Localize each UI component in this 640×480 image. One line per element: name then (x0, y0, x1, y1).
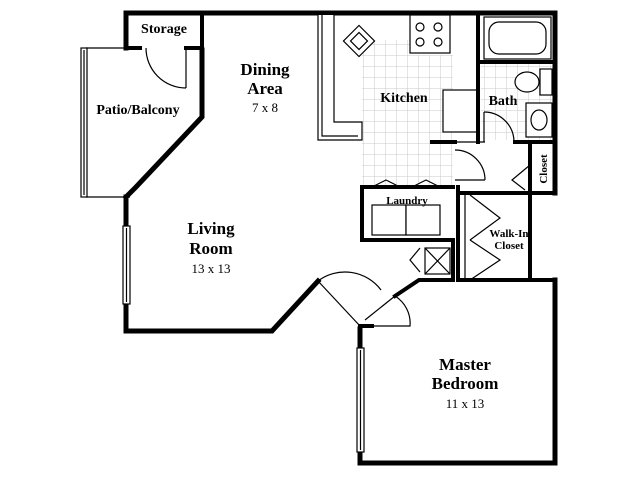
dining-label-2: Area (247, 79, 283, 98)
master-label-2: Bedroom (432, 374, 499, 393)
hall-door[interactable] (454, 141, 486, 181)
storage-door[interactable] (145, 47, 187, 89)
toilet-icon (514, 68, 553, 96)
living-label-1: Living (187, 219, 235, 238)
closet-label: Closet (538, 154, 550, 184)
living-size: 13 x 13 (192, 261, 231, 276)
walk-in-closet-door[interactable] (464, 194, 502, 281)
closet-door[interactable] (511, 164, 531, 191)
dining-size: 7 x 8 (252, 100, 278, 115)
bathtub (483, 16, 552, 60)
entry-door[interactable] (317, 271, 382, 327)
stove-burners-icon (415, 22, 443, 47)
patio-label: Patio/Balcony (96, 103, 179, 118)
kitchen-tile-floor (362, 40, 453, 187)
bath-door[interactable] (483, 111, 515, 143)
bedroom-window (356, 347, 365, 453)
master-label-1: Master (439, 355, 491, 374)
bath-label: Bath (489, 94, 518, 109)
storage-label: Storage (141, 22, 187, 37)
kitchen-sink-icon (342, 24, 376, 58)
living-label-2: Room (189, 239, 232, 258)
bedroom-door[interactable] (358, 295, 411, 328)
laundry-bifold-door[interactable] (371, 179, 441, 188)
patio-balcony (80, 47, 130, 198)
kitchen-counter (317, 14, 478, 141)
master-size: 11 x 13 (446, 396, 485, 411)
patio-angled-wall (122, 11, 205, 201)
kitchen-label: Kitchen (380, 91, 428, 106)
walkin-label-2: Closet (494, 240, 524, 252)
bath-sink-icon (525, 102, 553, 138)
laundry-machines (371, 204, 441, 236)
dining-label-1: Dining (240, 60, 290, 79)
living-room-window (122, 225, 131, 305)
utility-closet (409, 247, 451, 275)
walkin-label-1: Walk-In (489, 228, 528, 240)
laundry-label: Laundry (386, 195, 428, 207)
